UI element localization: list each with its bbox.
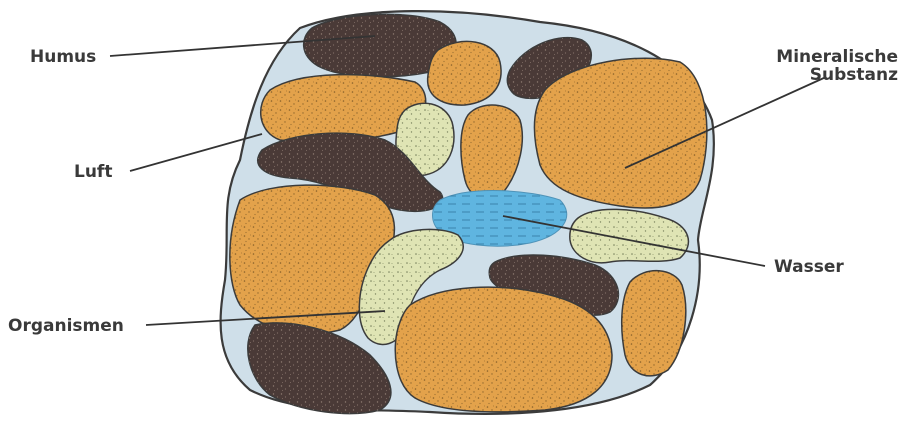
label-organismen: Organismen [8, 316, 124, 336]
label-mineralische-line1: Mineralische [776, 47, 898, 67]
label-luft: Luft [74, 162, 112, 182]
label-wasser: Wasser [774, 257, 844, 277]
label-substanz-line2: Substanz [810, 65, 898, 85]
label-humus: Humus [30, 47, 96, 67]
